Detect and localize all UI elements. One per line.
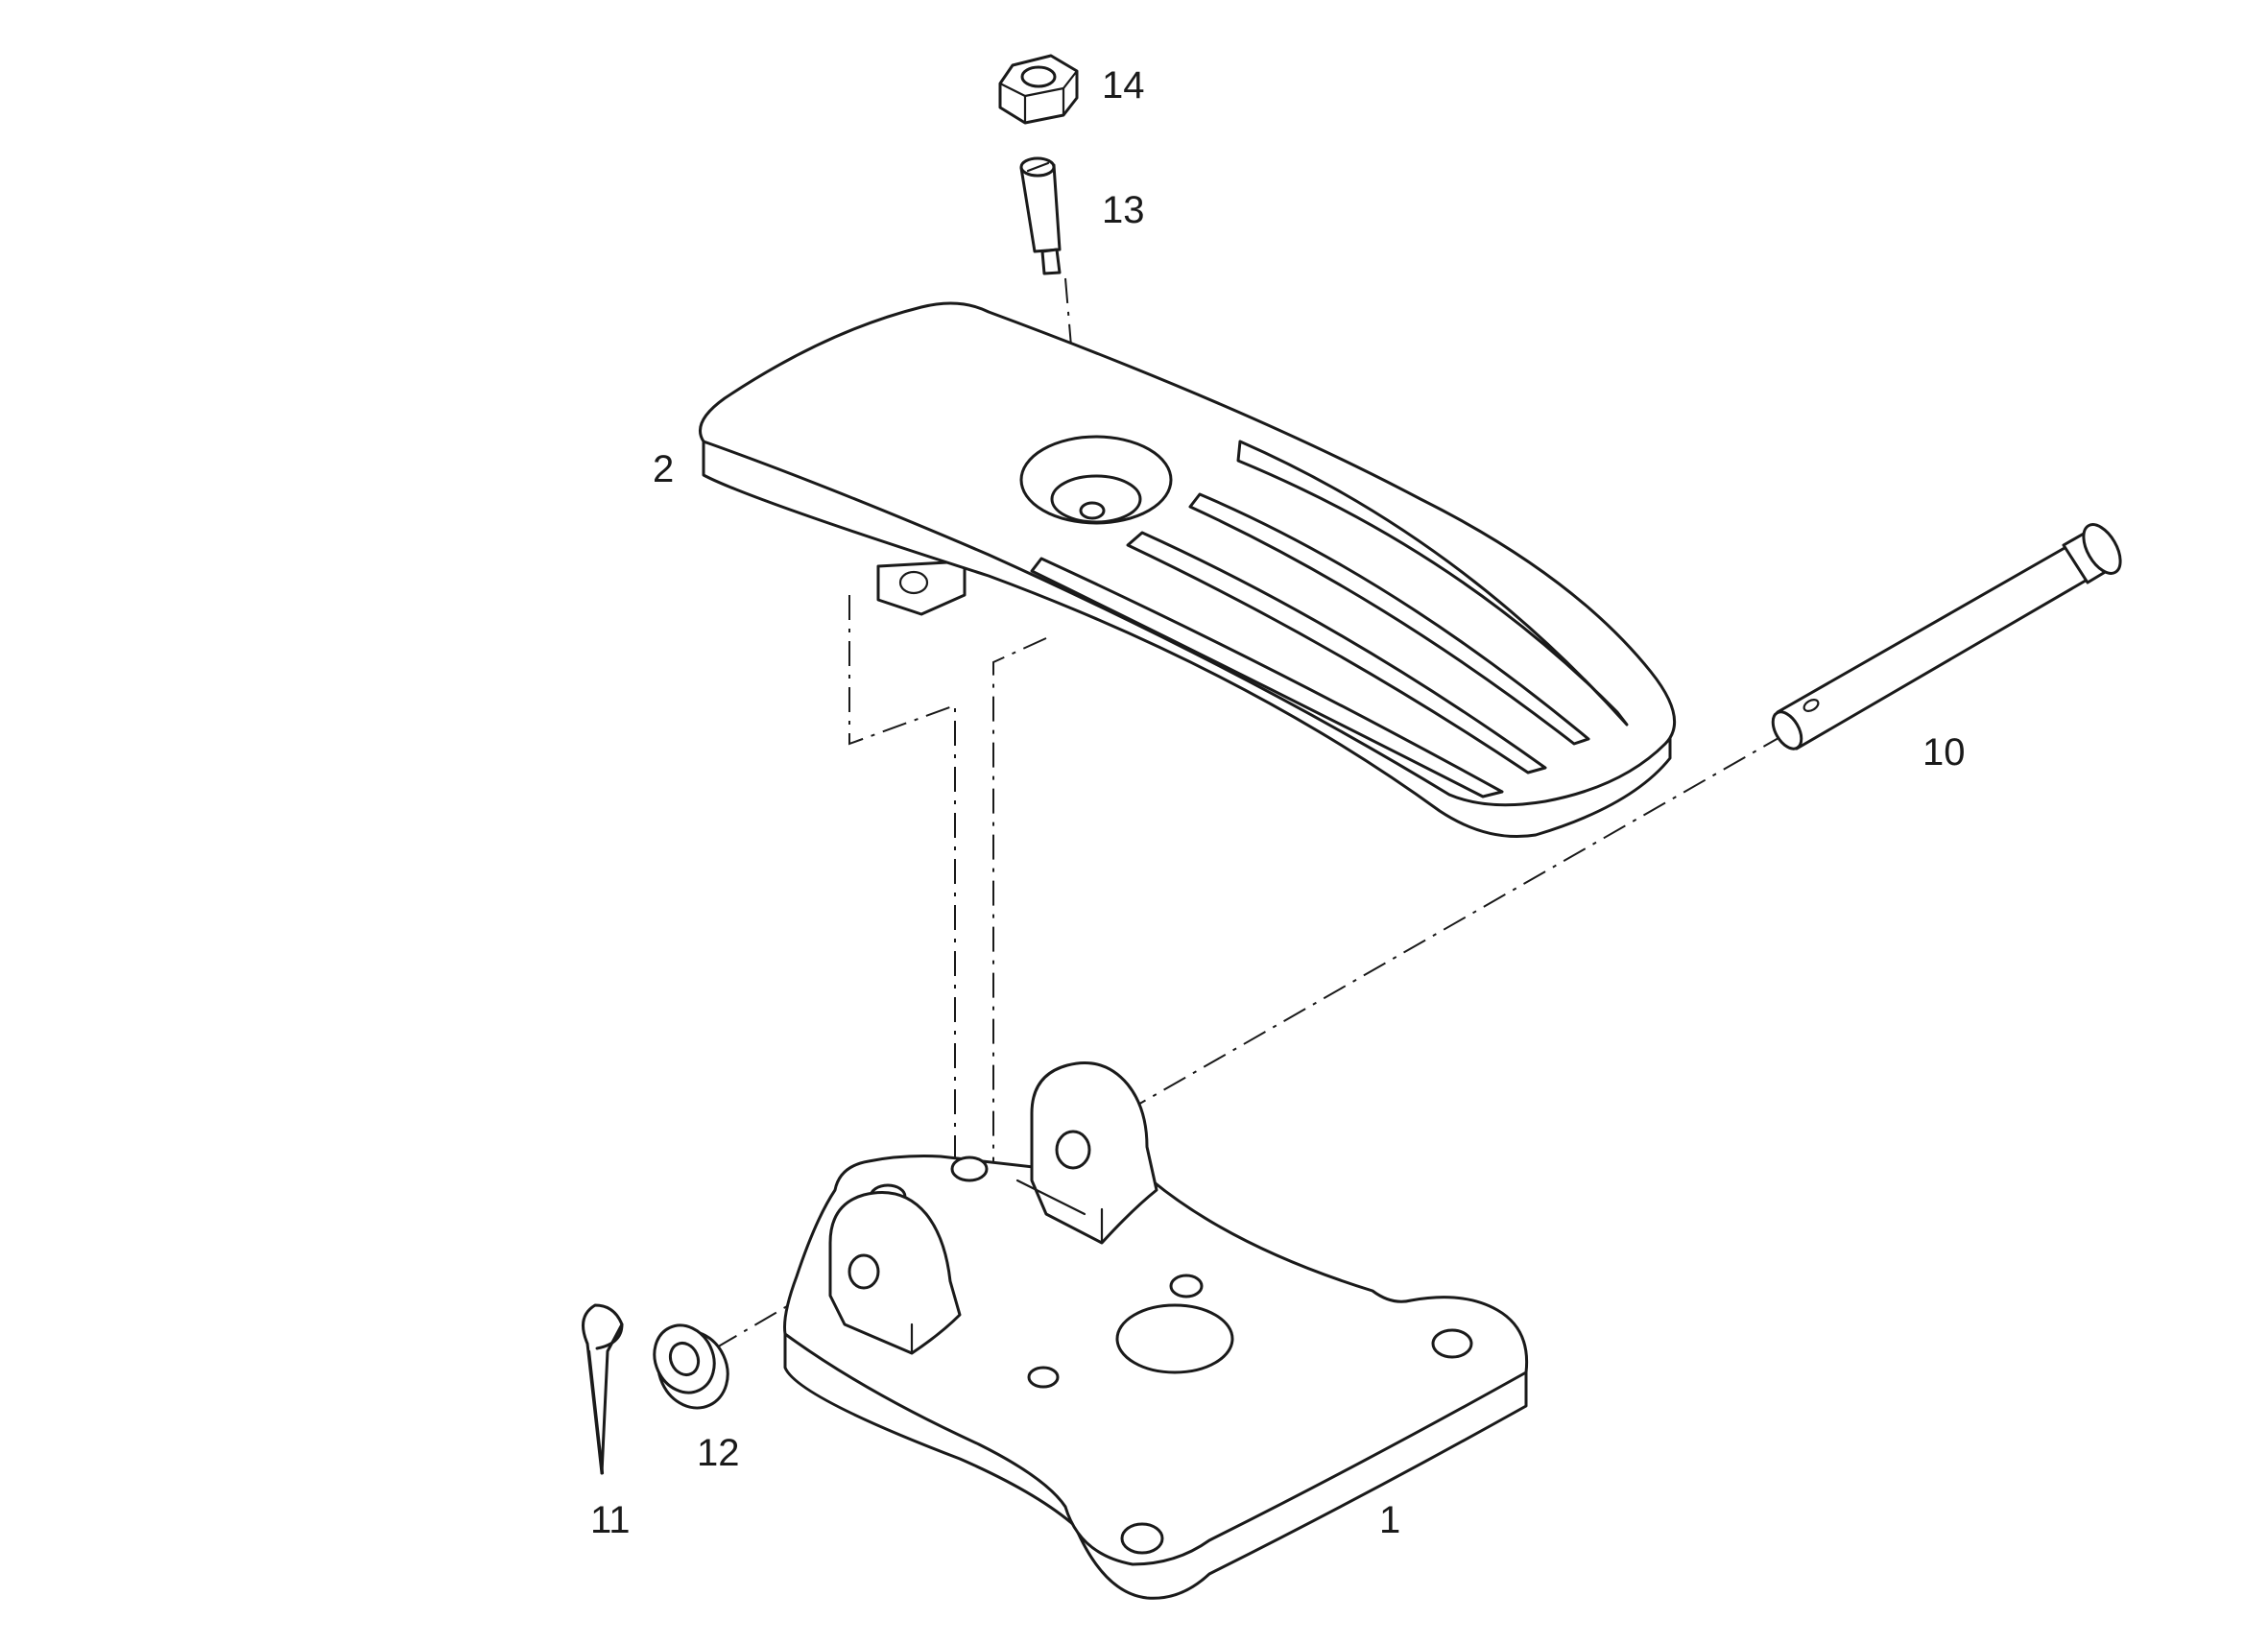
callout-washer: 12 [697, 1432, 740, 1474]
callout-base-plate: 1 [1379, 1499, 1400, 1541]
stud-part [1019, 156, 1062, 275]
axis-washer-to-lug [714, 1266, 855, 1349]
washer-part [653, 1323, 729, 1410]
axis-pedal-bracket-right [992, 637, 1047, 1195]
clevis-pin-part [1771, 523, 2122, 751]
callout-clevis-pin: 10 [1922, 731, 1966, 774]
axis-pedal-bracket-left [848, 595, 956, 1204]
cotter-pin-part [582, 1303, 624, 1475]
pedal-part [699, 301, 1677, 839]
hex-nut-part [998, 54, 1079, 125]
callout-pedal: 2 [653, 448, 674, 490]
callout-cotter-pin: 11 [590, 1499, 631, 1541]
base-plate-part [783, 1061, 1529, 1600]
callout-stud: 13 [1102, 189, 1145, 231]
callout-hex-nut: 14 [1102, 64, 1145, 107]
callout-labels: 1 2 10 11 12 13 14 [590, 64, 1966, 1541]
axis-pin-to-base [1122, 733, 1786, 1114]
